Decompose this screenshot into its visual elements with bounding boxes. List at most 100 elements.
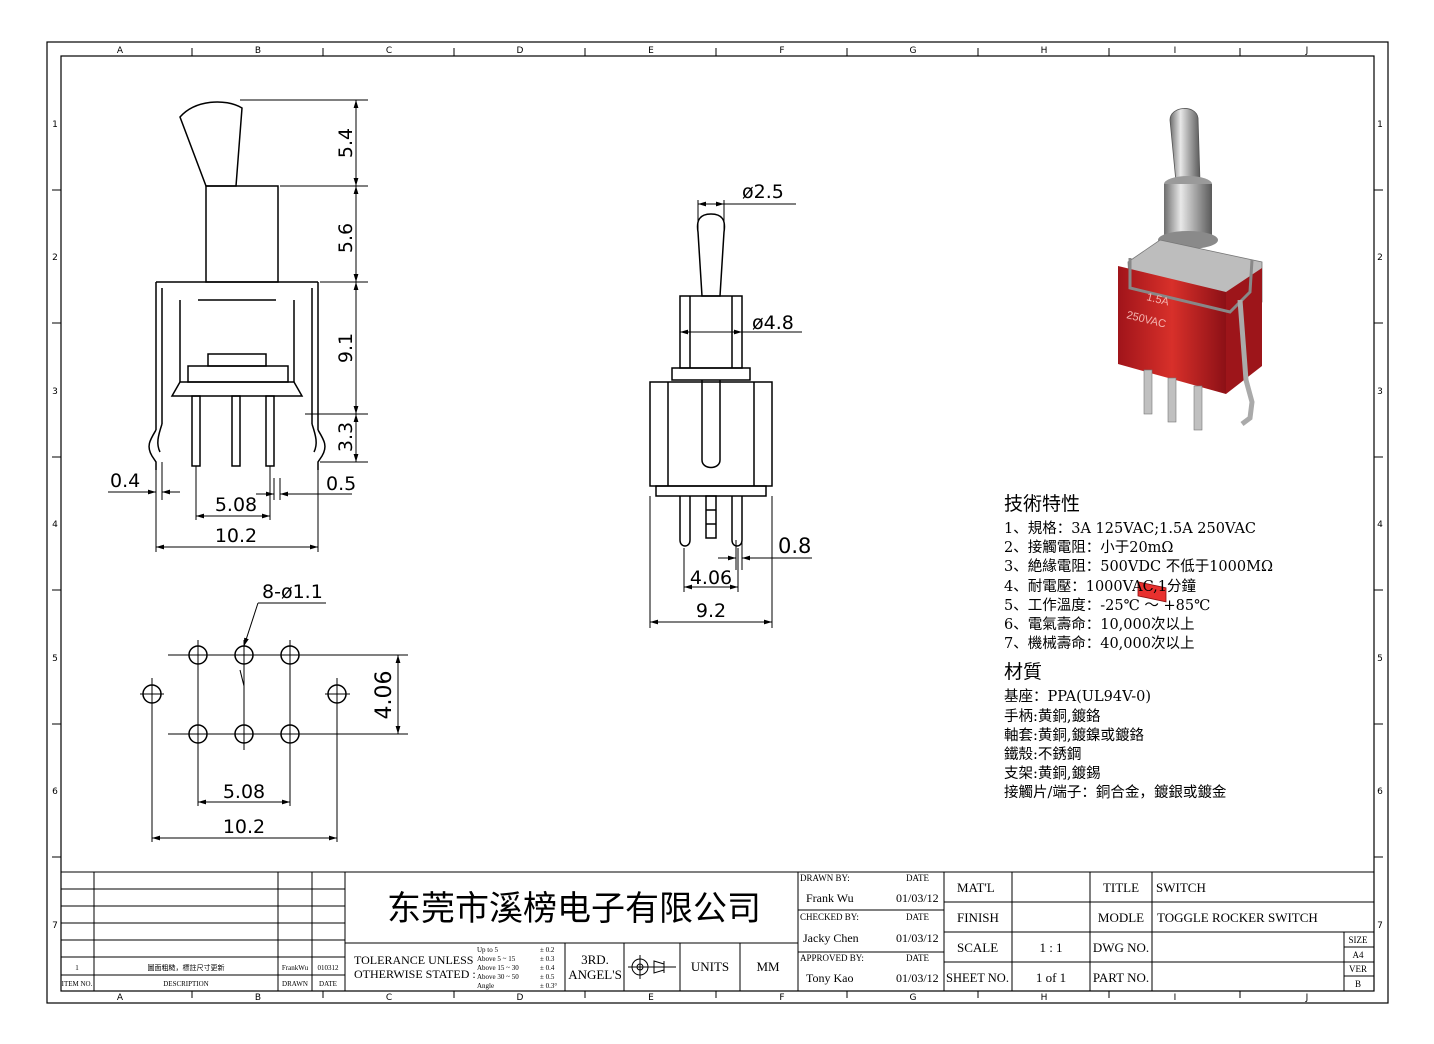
spec-item: 7、機械壽命：40,000次以上 — [1004, 636, 1195, 653]
scale-label: SCALE — [957, 940, 998, 955]
zone-row-2: 2 — [52, 253, 58, 263]
zone-col-d-bottom: D — [517, 993, 524, 1003]
zone-col-c: C — [386, 46, 392, 56]
dwg-label: DWG NO. — [1093, 940, 1149, 955]
header-item: ITEM NO. — [62, 980, 93, 988]
approved-date: 01/03/12 — [896, 971, 939, 985]
dim-front-pitch: 5.08 — [215, 494, 257, 516]
front-body-base — [170, 381, 304, 397]
spec-item: 5、工作溫度：-25℃ ～ +85℃ — [1004, 597, 1211, 614]
zone-col-f-bottom: F — [779, 993, 784, 1003]
dim-front-width: 10.2 — [215, 525, 257, 547]
photo-actuator — [1137, 581, 1167, 603]
dim-side-pitch: 4.06 — [690, 567, 732, 589]
side-bat — [696, 213, 726, 297]
dim-side-bush: ø4.8 — [752, 312, 794, 334]
zone-col-b: B — [255, 46, 261, 56]
zone-col-f: F — [779, 46, 784, 56]
title-block-text: 东莞市溪榜电子有限公司 1 圖面粗糙，標註尺寸更新 FrankWu 010312… — [62, 873, 1368, 990]
zone-row-5: 5 — [52, 654, 58, 664]
tol-val-4: ± 0.3° — [540, 982, 557, 990]
material-item: 手柄:黄銅,鍍鉻 — [1004, 708, 1101, 725]
size-value: A4 — [1353, 950, 1364, 960]
front-view — [148, 101, 326, 470]
photo-bushing — [1164, 184, 1212, 238]
scale-value: 1 : 1 — [1039, 940, 1062, 955]
spec-item: 2、接觸電阻：小于20mΩ — [1004, 540, 1174, 557]
zone-col-c-bottom: C — [386, 993, 392, 1003]
zone-row-6-right: 6 — [1377, 787, 1383, 797]
tol-range-2: Above 15 ~ 30 — [477, 964, 519, 972]
inner-border — [60, 55, 1375, 992]
dim-front-h4: 3.3 — [335, 422, 357, 452]
outer-border — [46, 41, 1389, 1004]
angle-line-2: ANGEL'S — [568, 967, 622, 982]
zone-row-7-right: 7 — [1377, 921, 1383, 931]
drawn-name: Frank Wu — [806, 891, 854, 905]
zone-col-h-bottom: H — [1041, 993, 1048, 1003]
finish-label: FINISH — [957, 910, 999, 925]
units-label: UNITS — [691, 959, 729, 974]
ver-label: VER — [1349, 964, 1367, 974]
rev-drawn: FrankWu — [282, 964, 309, 972]
spec-item: 6、電氣壽命：10,000次以上 — [1004, 617, 1195, 634]
approved-date-label: DATE — [906, 953, 929, 963]
zone-col-g-bottom: G — [910, 993, 917, 1003]
dim-side-width: 9.2 — [696, 600, 726, 622]
checked-date: 01/03/12 — [896, 931, 939, 945]
zone-col-d: D — [517, 46, 524, 56]
rev-desc: 圖面粗糙，標註尺寸更新 — [148, 963, 225, 972]
tol-val-2: ± 0.4 — [540, 964, 555, 972]
side-pin-right — [731, 496, 743, 547]
product-photo: 1.5A 250VAC — [1118, 108, 1263, 603]
zone-col-i: I — [1174, 46, 1177, 56]
matl-label: MAT'L — [957, 880, 995, 895]
material-item: 支架:黄銅,鍍錫 — [1004, 766, 1101, 783]
dim-front-pin2: 0.5 — [326, 473, 356, 495]
zone-row-3-right: 3 — [1377, 387, 1383, 397]
ver-value: B — [1355, 979, 1361, 989]
zone-col-h: H — [1041, 46, 1048, 56]
zone-col-e-bottom: E — [648, 993, 654, 1003]
dim-side-bat: ø2.5 — [742, 181, 784, 203]
tol-range-1: Above 5 ~ 15 — [477, 955, 516, 963]
dim-front-h3: 9.1 — [335, 333, 357, 363]
material-item: 鐵殼:不銹鋼 — [1004, 747, 1082, 764]
front-left-leg — [148, 423, 163, 470]
tol-range-4: Angle — [477, 982, 494, 990]
header-drawn: DRAWN — [282, 980, 308, 988]
material-title: 材質 — [1004, 661, 1043, 684]
units-value: MM — [756, 959, 780, 974]
photo-bracket-leg — [1237, 299, 1255, 426]
dim-side-pin: 0.8 — [778, 534, 811, 558]
photo-marking-1: 1.5A — [1145, 291, 1171, 308]
photo-bat — [1169, 108, 1201, 183]
rev-item: 1 — [75, 964, 79, 972]
front-pin-3 — [265, 395, 275, 467]
approved-name: Tony Kao — [806, 971, 853, 985]
dim-front-pin: 0.4 — [110, 470, 140, 492]
front-bushing — [205, 185, 279, 283]
modle-value: TOGGLE ROCKER SWITCH — [1157, 910, 1318, 925]
photo-pin-3 — [1193, 385, 1203, 431]
side-view — [649, 213, 773, 547]
front-dim-labels: 5.4 5.6 9.1 3.3 0.4 0.5 5.08 10.2 — [110, 128, 357, 547]
front-pin-2 — [231, 395, 241, 467]
sheet-value: 1 of 1 — [1036, 970, 1066, 985]
zone-row-6: 6 — [52, 787, 58, 797]
zone-labels: A B C D E F G H I J A B C D E F G H I J … — [52, 46, 1383, 1003]
title-block-grid — [61, 871, 1374, 991]
zone-col-e: E — [648, 46, 654, 56]
front-bat — [179, 101, 243, 187]
header-desc: DESCRIPTION — [163, 980, 209, 988]
front-pin-1 — [191, 395, 201, 467]
modle-label: MODLE — [1098, 910, 1144, 925]
checked-name: Jacky Chen — [803, 931, 859, 945]
tolerance-line-2: OTHERWISE STATED : — [354, 967, 476, 981]
front-right-leg — [311, 423, 326, 470]
size-label: SIZE — [1349, 935, 1369, 945]
tol-val-3: ± 0.5 — [540, 973, 555, 981]
checked-date-label: DATE — [906, 912, 929, 922]
zone-col-j: J — [1305, 46, 1309, 56]
spec-item: 4、耐電壓：1000VAC,1分鐘 — [1004, 578, 1196, 595]
